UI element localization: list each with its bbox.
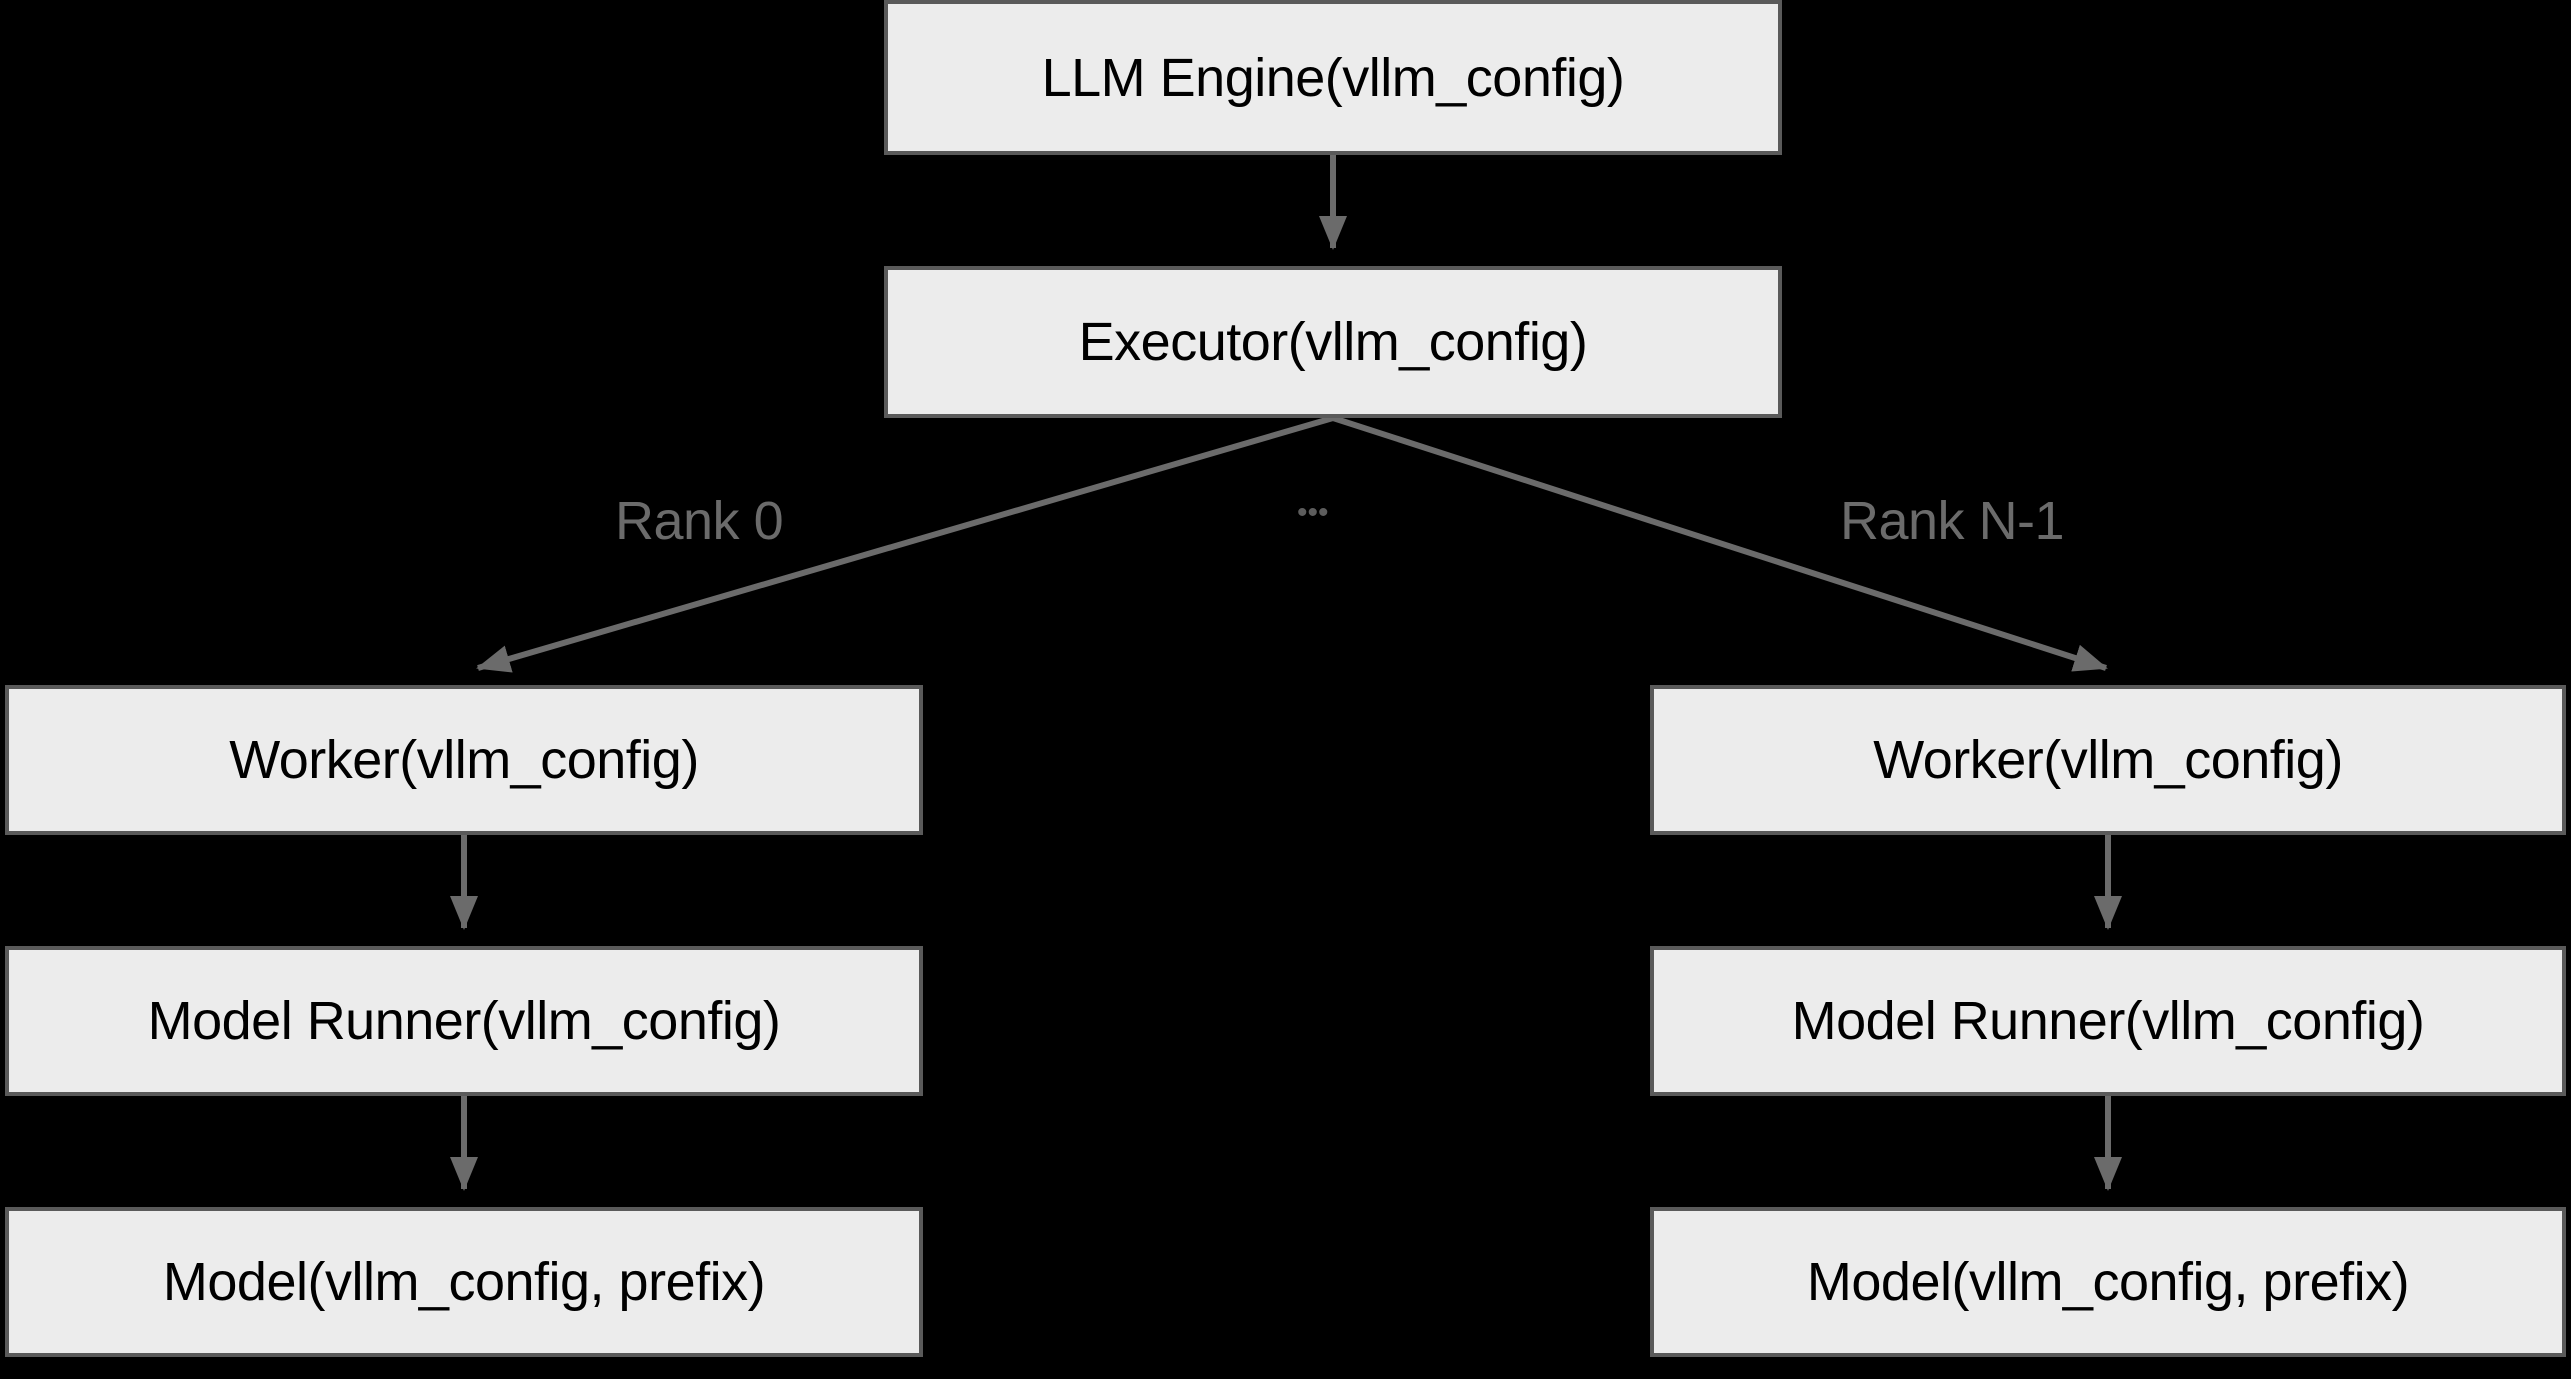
node-model-runner-rank-n-1[interactable]: Model Runner(vllm_config) — [1650, 946, 2566, 1096]
node-llm-engine[interactable]: LLM Engine(vllm_config) — [884, 0, 1782, 155]
edge-label-rank-n-1: Rank N-1 — [1840, 491, 2065, 551]
edge-label-rank-0: Rank 0 — [615, 491, 784, 551]
node-worker-rank-0[interactable]: Worker(vllm_config) — [5, 685, 923, 835]
node-model-runner-rank-0[interactable]: Model Runner(vllm_config) — [5, 946, 923, 1096]
node-executor[interactable]: Executor(vllm_config) — [884, 266, 1782, 418]
edge-label-ellipsis: ••• — [1297, 496, 1329, 529]
node-model-rank-0[interactable]: Model(vllm_config, prefix) — [5, 1207, 923, 1357]
node-model-rank-n-1[interactable]: Model(vllm_config, prefix) — [1650, 1207, 2566, 1357]
edge-executor-to-worker-left — [476, 415, 1334, 673]
node-worker-rank-n-1[interactable]: Worker(vllm_config) — [1650, 685, 2566, 835]
